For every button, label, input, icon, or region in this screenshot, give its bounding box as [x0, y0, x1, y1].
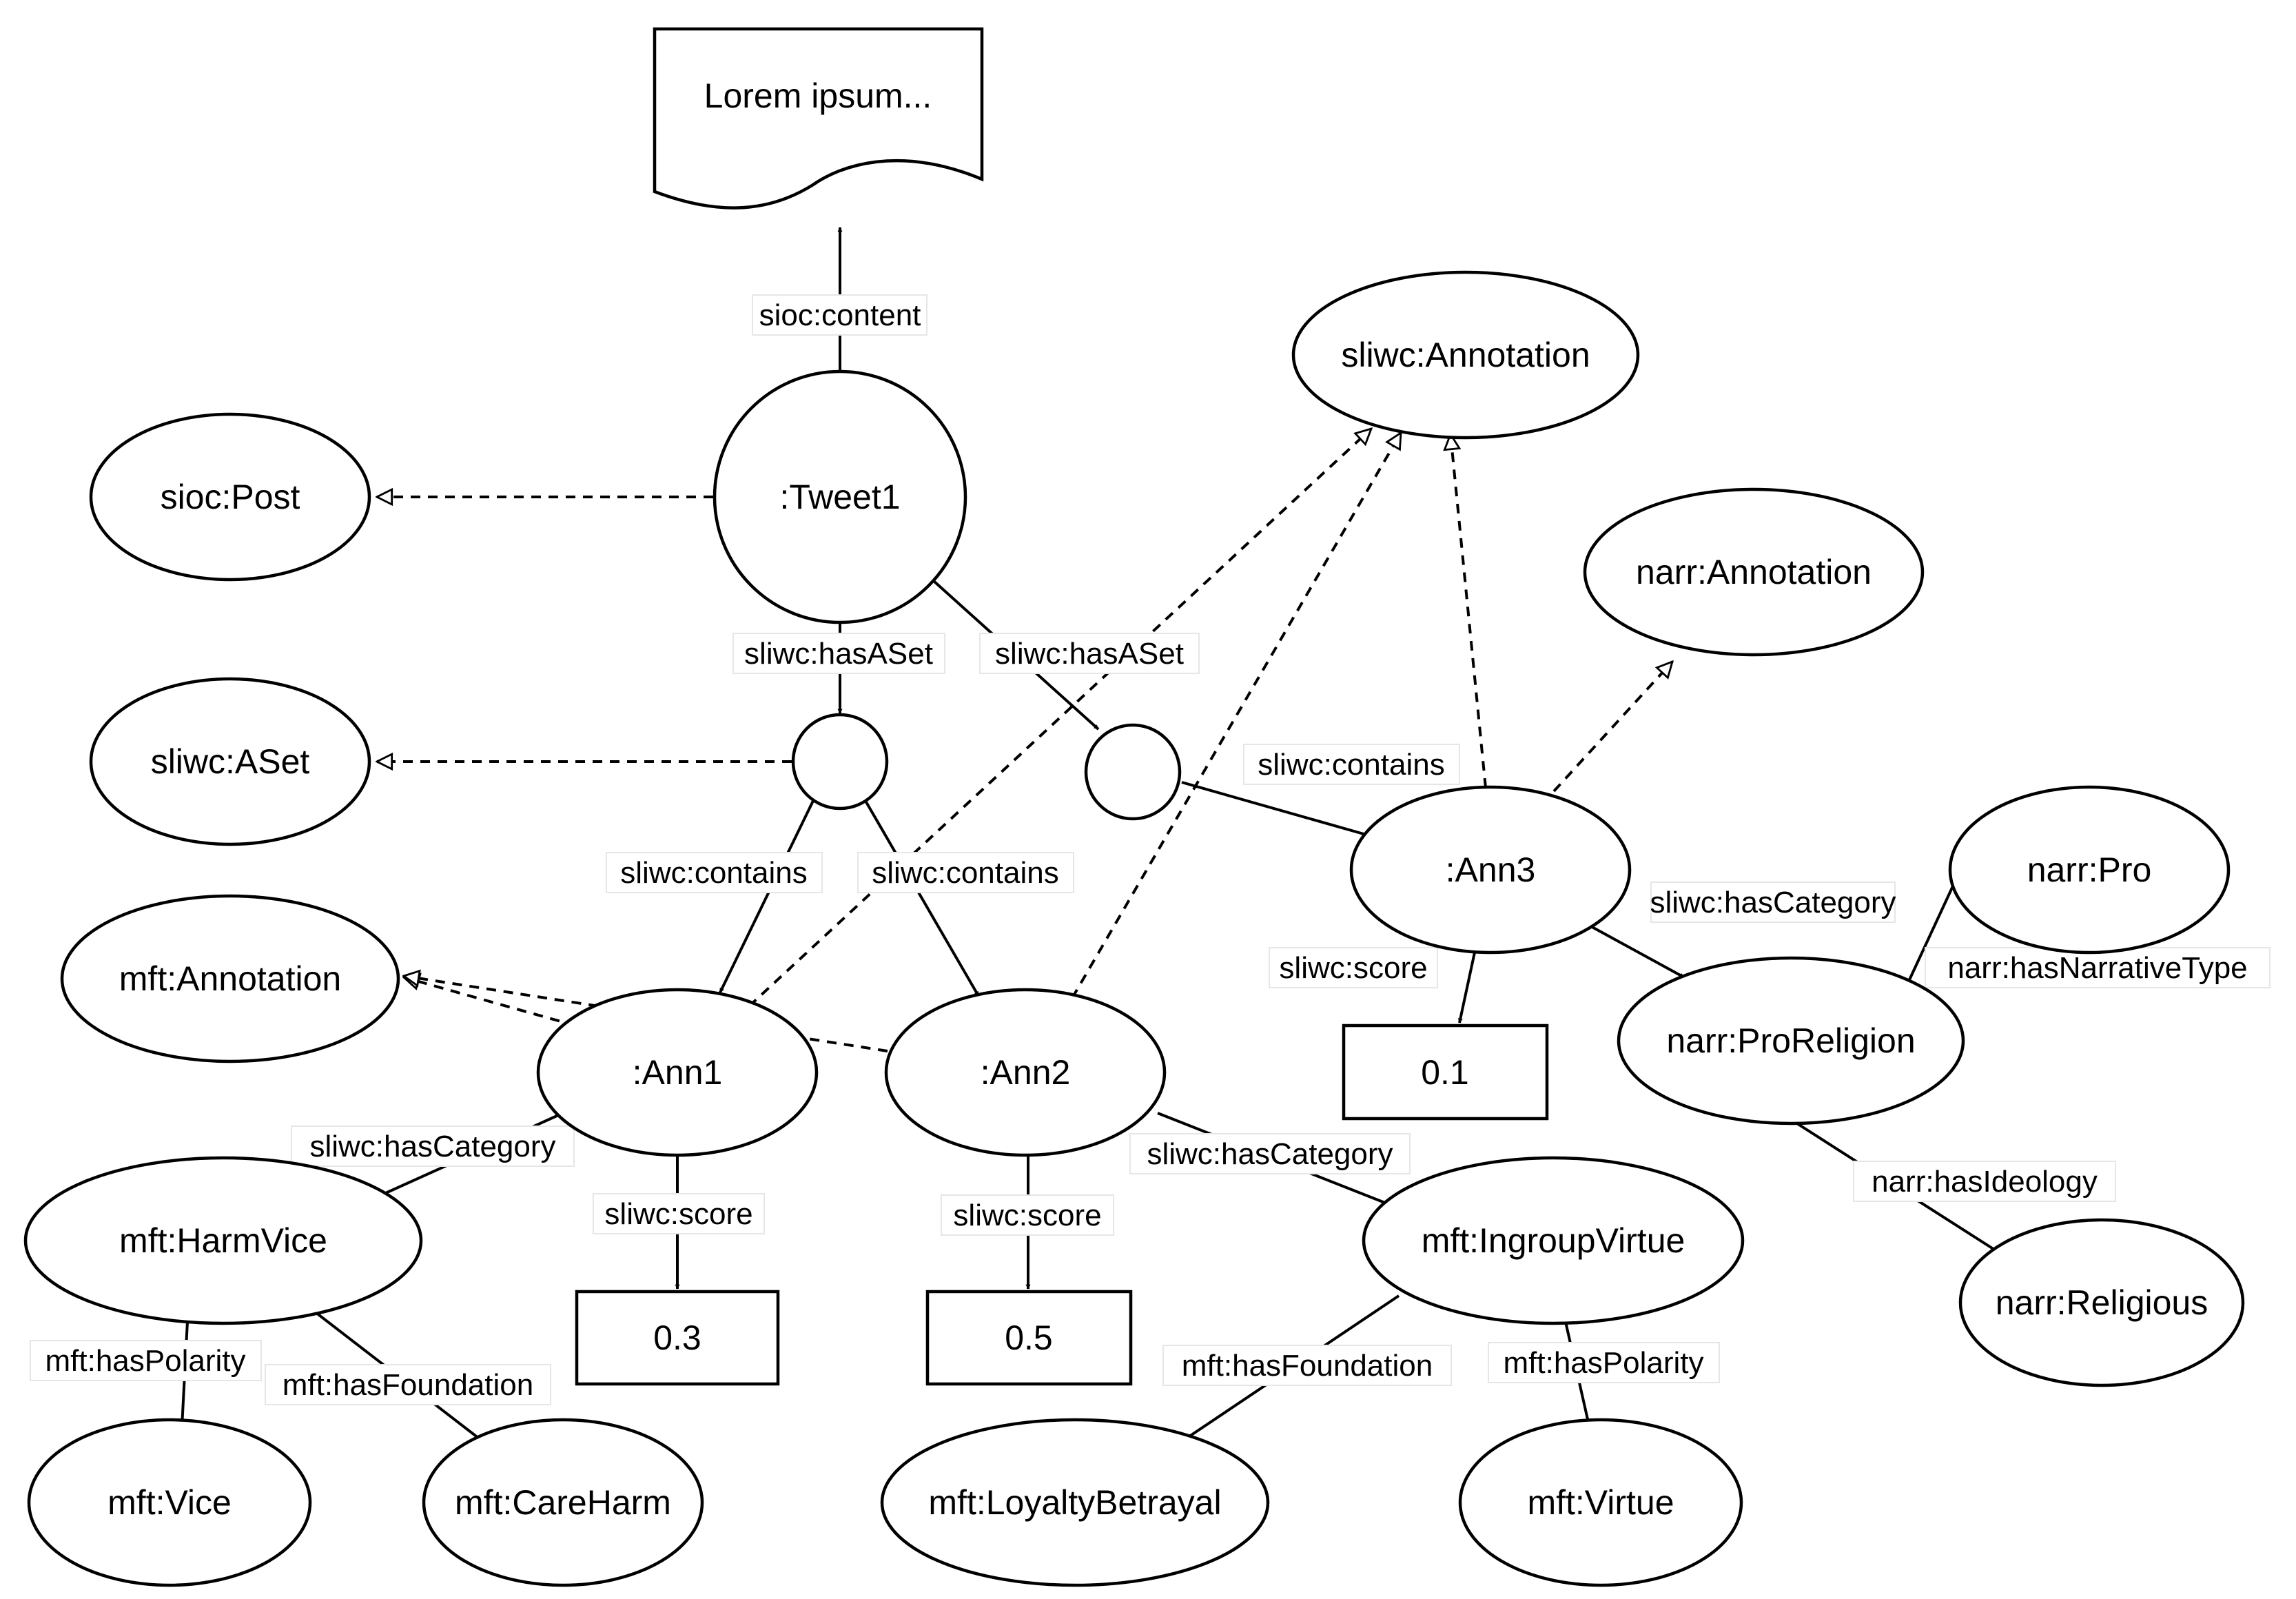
- ann2-node: :Ann2: [884, 988, 1167, 1157]
- mft-virtue-node: mft:Virtue: [1458, 1418, 1743, 1587]
- narr-annotation-node: narr:Annotation: [1583, 487, 1925, 657]
- ann1-node: :Ann1: [536, 988, 819, 1157]
- label-haspolarity-vice-text: mft:hasPolarity: [45, 1344, 246, 1378]
- label-hascategory-harmvice-text: sliwc:hasCategory: [309, 1130, 555, 1163]
- tweet-node-text: :Tweet1: [779, 478, 900, 516]
- label-haspolarity-virtue-text: mft:hasPolarity: [1504, 1346, 1704, 1380]
- edge-contains-ann2: [864, 799, 980, 997]
- sioc-post-node-text: sioc:Post: [161, 478, 300, 516]
- edge-hascategory-proreligion: [1588, 924, 1685, 979]
- label-hasaset-1-text: sliwc:hasASet: [744, 637, 933, 671]
- score-ann2-value: 0.5: [1005, 1318, 1053, 1357]
- mft-virtue-node-text: mft:Virtue: [1527, 1483, 1674, 1522]
- sioc-post-node: sioc:Post: [89, 412, 371, 582]
- narr-religious-node: narr:Religious: [1958, 1218, 2245, 1387]
- label-contains-ann1-text: sliwc:contains: [620, 856, 807, 890]
- narr-religious-node-text: narr:Religious: [1996, 1283, 2208, 1322]
- label-contains-ann2: sliwc:contains: [857, 852, 1074, 893]
- label-hasfoundation-careharm-text: mft:hasFoundation: [283, 1368, 533, 1402]
- label-score-ann2-text: sliwc:score: [953, 1199, 1101, 1232]
- label-hascategory-harmvice: sliwc:hasCategory: [291, 1126, 575, 1167]
- score-ann3-value: 0.1: [1421, 1053, 1469, 1092]
- mft-annotation-node-text: mft:Annotation: [119, 959, 341, 998]
- edge-ann3-type-narr: [1552, 662, 1672, 793]
- label-score-ann3: sliwc:score: [1269, 947, 1438, 988]
- label-sioc-content-text: sioc:content: [759, 298, 921, 332]
- label-hasideology-text: narr:hasIdeology: [1872, 1165, 2098, 1199]
- mft-harmvice-node: mft:HarmVice: [23, 1156, 423, 1325]
- label-haspolarity-virtue: mft:hasPolarity: [1488, 1342, 1720, 1383]
- label-hasaset-1: sliwc:hasASet: [732, 633, 945, 674]
- score-ann3-box: 0.1: [1342, 1023, 1549, 1121]
- label-hascategory-proreligion: sliwc:hasCategory: [1650, 882, 1896, 923]
- label-hasfoundation-loyalty: mft:hasFoundation: [1162, 1345, 1452, 1386]
- label-contains-ann1: sliwc:contains: [606, 852, 823, 893]
- mft-vice-node: mft:Vice: [27, 1418, 312, 1587]
- label-score-ann1-text: sliwc:score: [604, 1197, 752, 1231]
- mft-annotation-node: mft:Annotation: [60, 894, 400, 1063]
- score-ann2-box: 0.5: [925, 1290, 1133, 1386]
- label-hasfoundation-careharm: mft:hasFoundation: [265, 1364, 551, 1405]
- label-contains-ann3: sliwc:contains: [1243, 744, 1460, 785]
- label-score-ann3-text: sliwc:score: [1279, 951, 1427, 985]
- aset-blank-node-1: [791, 713, 889, 811]
- label-contains-ann3-text: sliwc:contains: [1258, 748, 1444, 782]
- edge-contains-ann1: [719, 800, 814, 993]
- narr-annotation-node-text: narr:Annotation: [1636, 553, 1872, 591]
- label-hasaset-2-text: sliwc:hasASet: [995, 637, 1184, 671]
- mft-loyaltybetrayal-node: mft:LoyaltyBetrayal: [880, 1418, 1270, 1587]
- ann3-node-text: :Ann3: [1446, 851, 1536, 889]
- ann2-node-text: :Ann2: [981, 1053, 1071, 1092]
- edge-ann1-type-sliwc: [748, 429, 1371, 1008]
- sliwc-annotation-node-text: sliwc:Annotation: [1341, 336, 1590, 374]
- ann1-node-text: :Ann1: [633, 1053, 723, 1092]
- label-score-ann1: sliwc:score: [593, 1193, 765, 1234]
- mft-careharm-node: mft:CareHarm: [422, 1418, 704, 1587]
- label-hasnarrativetype: narr:hasNarrativeType: [1925, 947, 2271, 988]
- mft-loyaltybetrayal-node-text: mft:LoyaltyBetrayal: [928, 1483, 1221, 1522]
- label-hasfoundation-loyalty-text: mft:hasFoundation: [1182, 1349, 1433, 1383]
- mft-ingroupvirtue-node: mft:IngroupVirtue: [1362, 1156, 1745, 1325]
- sliwc-annotation-node: sliwc:Annotation: [1291, 270, 1640, 440]
- label-hascategory-ingroup: sliwc:hasCategory: [1129, 1133, 1411, 1174]
- sliwc-aset-node-text: sliwc:ASet: [151, 742, 310, 781]
- tweet-node: :Tweet1: [713, 369, 967, 624]
- edge-ann2-type-sliwc: [1071, 433, 1402, 999]
- label-hasnarrativetype-text: narr:hasNarrativeType: [1947, 951, 2247, 985]
- content-document-node: Lorem ipsum...: [653, 27, 984, 210]
- label-hascategory-proreligion-text: sliwc:hasCategory: [1650, 886, 1896, 919]
- narr-proreligion-node: narr:ProReligion: [1617, 956, 1965, 1126]
- narr-proreligion-node-text: narr:ProReligion: [1666, 1021, 1915, 1060]
- label-contains-ann2-text: sliwc:contains: [872, 856, 1058, 890]
- edge-ann3-type-sliwc: [1451, 434, 1487, 788]
- label-hasideology: narr:hasIdeology: [1853, 1161, 2116, 1202]
- mft-vice-node-text: mft:Vice: [107, 1483, 232, 1522]
- score-ann1-box: 0.3: [575, 1290, 780, 1386]
- edge-hasnarrativetype: [1906, 869, 1962, 985]
- label-sioc-content: sioc:content: [752, 294, 927, 336]
- label-hascategory-ingroup-text: sliwc:hasCategory: [1147, 1137, 1393, 1171]
- ann3-node: :Ann3: [1349, 785, 1632, 955]
- label-score-ann2: sliwc:score: [941, 1194, 1114, 1236]
- sliwc-aset-node: sliwc:ASet: [89, 677, 371, 846]
- edge-ann1-type-mft: [404, 977, 593, 1032]
- narr-pro-node: narr:Pro: [1948, 785, 2231, 955]
- label-hasaset-2: sliwc:hasASet: [979, 633, 1200, 674]
- mft-harmvice-node-text: mft:HarmVice: [119, 1221, 327, 1260]
- edge-contains-ann3: [1181, 781, 1369, 837]
- narr-pro-node-text: narr:Pro: [2027, 851, 2152, 889]
- mft-ingroupvirtue-node-text: mft:IngroupVirtue: [1422, 1221, 1685, 1260]
- mft-careharm-node-text: mft:CareHarm: [455, 1483, 671, 1522]
- content-document-text: Lorem ipsum...: [704, 77, 932, 115]
- label-haspolarity-vice: mft:hasPolarity: [30, 1340, 262, 1381]
- edge-score-ann3: [1457, 952, 1476, 1023]
- score-ann1-value: 0.3: [653, 1318, 701, 1357]
- aset-blank-node-2: [1084, 723, 1182, 821]
